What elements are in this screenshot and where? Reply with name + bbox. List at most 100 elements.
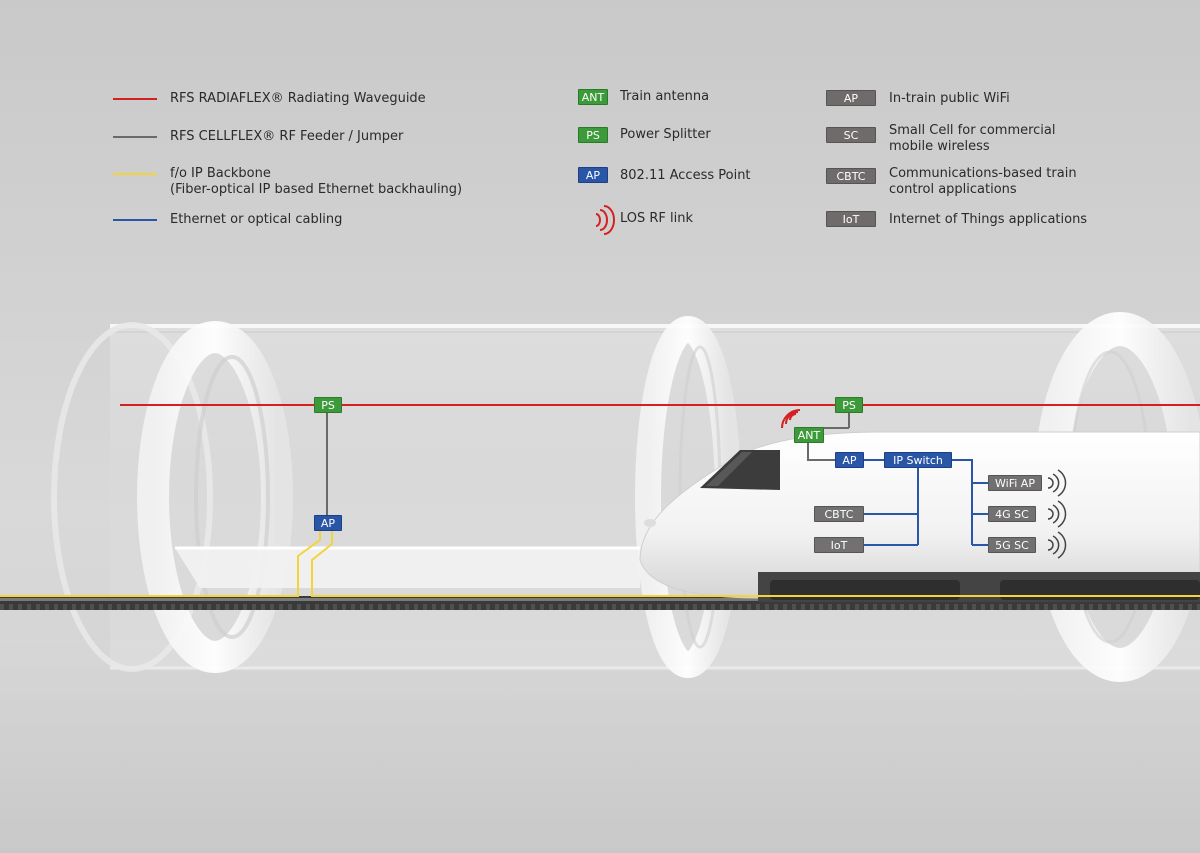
track-sleeper xyxy=(45,604,49,610)
track-sleeper xyxy=(531,604,535,610)
legend-cbtc-sublabel: control applications xyxy=(889,182,1017,197)
legend-los-label: LOS RF link xyxy=(620,211,694,226)
track-sleeper xyxy=(801,604,805,610)
track-sleeper xyxy=(558,604,562,610)
track-sleeper xyxy=(126,604,130,610)
track-sleeper xyxy=(189,604,193,610)
track-sleeper xyxy=(684,604,688,610)
track-sleeper xyxy=(522,604,526,610)
los-rf-legend-icon xyxy=(595,205,615,235)
legend-ant-label: Train antenna xyxy=(620,89,710,104)
track-sleeper xyxy=(81,604,85,610)
track-sleeper xyxy=(855,604,859,610)
track-sleeper xyxy=(1152,604,1156,610)
track-sleeper xyxy=(180,604,184,610)
track-sleeper xyxy=(495,604,499,610)
legend-sc-sublabel: mobile wireless xyxy=(889,139,990,154)
track-sleeper xyxy=(999,604,1003,610)
track-sleeper xyxy=(882,604,886,610)
train-antenna: ANT xyxy=(794,427,824,443)
track-sleeper xyxy=(594,604,598,610)
track-sleeper xyxy=(18,604,22,610)
track-sleeper xyxy=(585,604,589,610)
track-sleeper xyxy=(693,604,697,610)
track-sleeper xyxy=(405,604,409,610)
track-sleeper xyxy=(774,604,778,610)
track-sleeper xyxy=(108,604,112,610)
track-sleeper xyxy=(981,604,985,610)
wireless-wave-icon xyxy=(1047,500,1067,528)
track-sleeper xyxy=(144,604,148,610)
track-sleeper xyxy=(117,604,121,610)
track-sleeper xyxy=(1179,604,1183,610)
legend-line-fiber xyxy=(113,173,157,175)
track-sleeper xyxy=(27,604,31,610)
track-sleeper xyxy=(612,604,616,610)
track-sleeper xyxy=(1080,604,1084,610)
track-sleeper xyxy=(792,604,796,610)
track-sleeper xyxy=(720,604,724,610)
track-sleeper xyxy=(216,604,220,610)
track-sleeper xyxy=(657,604,661,610)
wireless-wave-icon xyxy=(1047,469,1067,497)
legend-chip-ant: ANT xyxy=(578,89,608,105)
legend-fiber-sublabel: (Fiber-optical IP based Ethernet backhau… xyxy=(170,182,463,197)
track-sleeper xyxy=(306,604,310,610)
track-sleeper xyxy=(342,604,346,610)
track-sleeper xyxy=(738,604,742,610)
track-sleeper xyxy=(1125,604,1129,610)
track-sleeper xyxy=(297,604,301,610)
track-sleeper xyxy=(936,604,940,610)
legend-ethernet-label: Ethernet or optical cabling xyxy=(170,212,343,227)
track-sleeper xyxy=(468,604,472,610)
legend-cellflex-label: RFS CELLFLEX® RF Feeder / Jumper xyxy=(170,129,404,144)
track-sleeper xyxy=(954,604,958,610)
track-sleeper xyxy=(171,604,175,610)
track-sleeper xyxy=(783,604,787,610)
track-sleeper xyxy=(1017,604,1021,610)
track-sleeper xyxy=(288,604,292,610)
track-sleeper xyxy=(396,604,400,610)
track-sleeper xyxy=(423,604,427,610)
track-sleeper xyxy=(1026,604,1030,610)
track-sleeper xyxy=(1071,604,1075,610)
track-sleeper xyxy=(1008,604,1012,610)
track-sleeper xyxy=(387,604,391,610)
legend-line-ethernet xyxy=(113,219,157,221)
ip-switch: IP Switch xyxy=(884,452,952,468)
track-sleeper xyxy=(369,604,373,610)
track-sleeper xyxy=(963,604,967,610)
track-sleeper xyxy=(441,604,445,610)
legend-line-cellflex xyxy=(113,136,157,138)
track-sleeper xyxy=(1170,604,1174,610)
legend-ps-label: Power Splitter xyxy=(620,127,711,142)
track-sleeper xyxy=(378,604,382,610)
track-sleeper xyxy=(432,604,436,610)
track-sleeper xyxy=(765,604,769,610)
track-sleeper xyxy=(72,604,76,610)
legend-line-radiaflex xyxy=(113,98,157,100)
track-sleeper xyxy=(477,604,481,610)
iot-device: IoT xyxy=(814,537,864,553)
legend-chip-iot: IoT xyxy=(826,211,876,227)
track-sleeper xyxy=(1116,604,1120,610)
track-sleeper xyxy=(1188,604,1192,610)
legend-chip-cbtc: CBTC xyxy=(826,168,876,184)
track-sleeper xyxy=(1098,604,1102,610)
track-sleeper xyxy=(252,604,256,610)
track-sleeper xyxy=(414,604,418,610)
track-sleeper xyxy=(1053,604,1057,610)
legend-iot-label: Internet of Things applications xyxy=(889,212,1088,227)
track-sleeper xyxy=(810,604,814,610)
track-sleeper xyxy=(945,604,949,610)
access-point-train: AP xyxy=(835,452,864,468)
track-sleeper xyxy=(1089,604,1093,610)
track-sleeper xyxy=(729,604,733,610)
track-sleeper xyxy=(486,604,490,610)
track-sleeper xyxy=(270,604,274,610)
los-rf-link-icon xyxy=(781,409,801,429)
track-sleeper xyxy=(873,604,877,610)
legend-radiaflex-label: RFS RADIAFLEX® Radiating Waveguide xyxy=(170,91,426,106)
legend-cbtc-label: Communications-based train xyxy=(889,166,1077,181)
